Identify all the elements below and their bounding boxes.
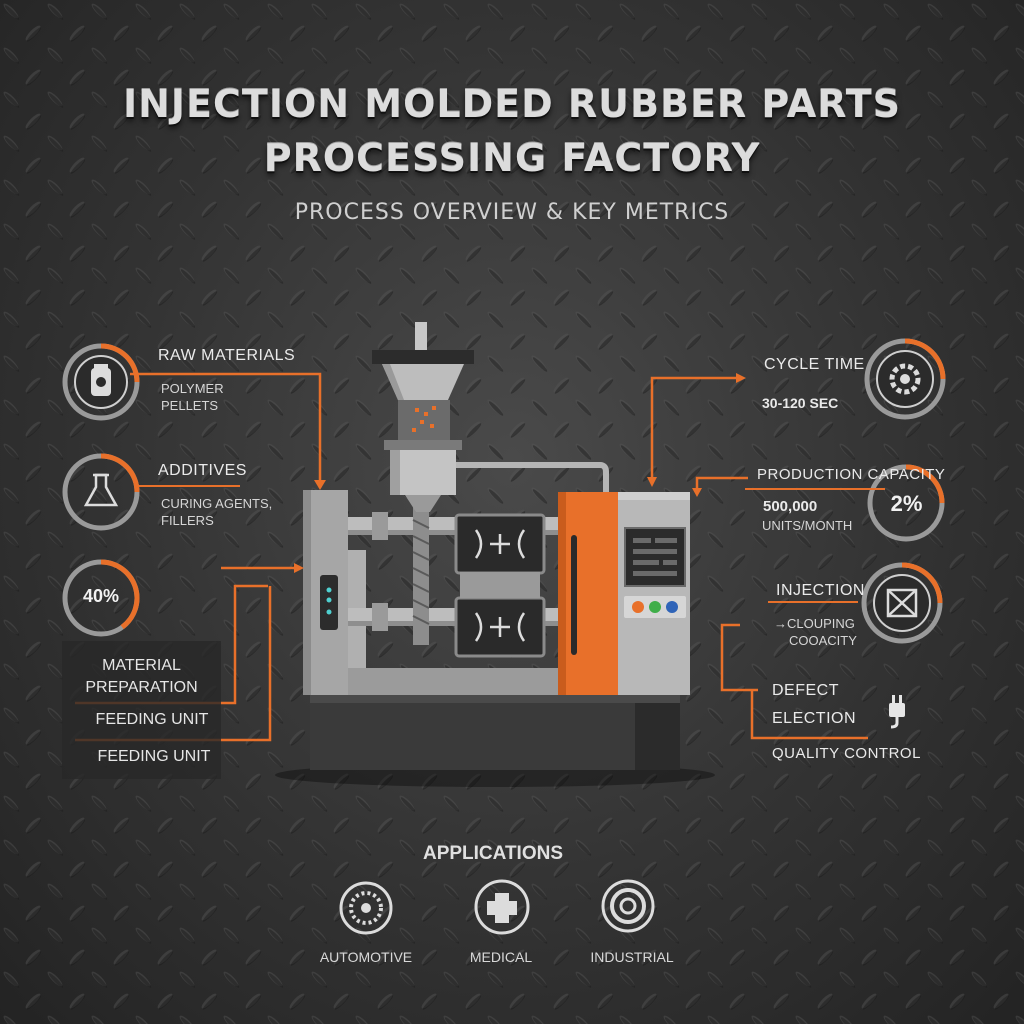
cycle-time-value: 30-120 SEC — [762, 395, 839, 411]
raw-materials-line2: PELLETS — [161, 398, 219, 413]
injection-machine — [303, 322, 690, 770]
panel-title-line1: MATERIAL — [102, 657, 181, 674]
injection-line1-arrow: →CLOUPING — [774, 616, 855, 631]
injection-x-icon — [861, 562, 943, 644]
material-preparation-panel — [62, 641, 221, 779]
capacity-unit: UNITS/MONTH — [762, 518, 853, 533]
cycle-time-title: CYCLE TIME — [764, 356, 865, 373]
capacity-value: 500,000 — [763, 498, 818, 515]
panel-feeding-unit-1: FEEDING UNIT — [95, 711, 209, 728]
capacity-gauge-icon — [867, 464, 945, 542]
capacity-gauge-label: 2% — [890, 491, 923, 516]
application-automotive-label: AUTOMOTIVE — [319, 949, 413, 965]
target-ring-icon — [601, 879, 655, 933]
page-subtitle: PROCESS OVERVIEW & KEY METRICS — [294, 200, 730, 225]
page-title-line2: PROCESSING FACTORY — [263, 136, 761, 180]
application-industrial-label: INDUSTRIAL — [590, 949, 674, 965]
injection-title: INJECTION — [776, 582, 865, 599]
cycle-time-connector — [650, 376, 738, 483]
additives-title: ADDITIVES — [158, 462, 247, 479]
defect-line1: DEFECT — [772, 682, 839, 699]
capacity-title: PRODUCTION CAPACITY — [757, 466, 946, 483]
raw-materials-icon — [62, 343, 140, 421]
injection-line2: COOACITY — [789, 633, 857, 648]
additives-flask-icon — [62, 453, 140, 531]
defect-line2: ELECTION — [772, 710, 857, 727]
quality-connector-3 — [750, 690, 868, 740]
application-medical-label: MEDICAL — [469, 949, 533, 965]
raw-materials-connector — [130, 372, 322, 488]
medical-cross-icon — [474, 879, 530, 935]
cycle-time-gear-icon — [864, 338, 946, 420]
additives-line1: CURING AGENTS, — [161, 496, 273, 511]
quality-control-label: QUALITY CONTROL — [772, 745, 921, 762]
raw-materials-title: RAW MATERIALS — [158, 347, 296, 364]
wheel-icon — [339, 881, 393, 935]
percent-gauge-icon — [62, 559, 140, 637]
injection-line1: CLOUPING — [787, 616, 855, 631]
panel-title-line2: PREPARATION — [85, 679, 198, 696]
panel-feeding-unit-2: FEEDING UNIT — [97, 748, 211, 765]
capacity-connector — [695, 476, 748, 492]
raw-materials-line1: POLYMER — [161, 381, 224, 396]
page-title-line1: INJECTION MOLDED RUBBER PARTS — [122, 82, 902, 126]
additives-line2: FILLERS — [161, 513, 214, 528]
applications-title: APPLICATIONS — [422, 843, 564, 864]
plug-icon — [889, 695, 905, 729]
left-gauge-label: 40% — [82, 586, 120, 606]
quality-connector-2 — [720, 623, 758, 692]
